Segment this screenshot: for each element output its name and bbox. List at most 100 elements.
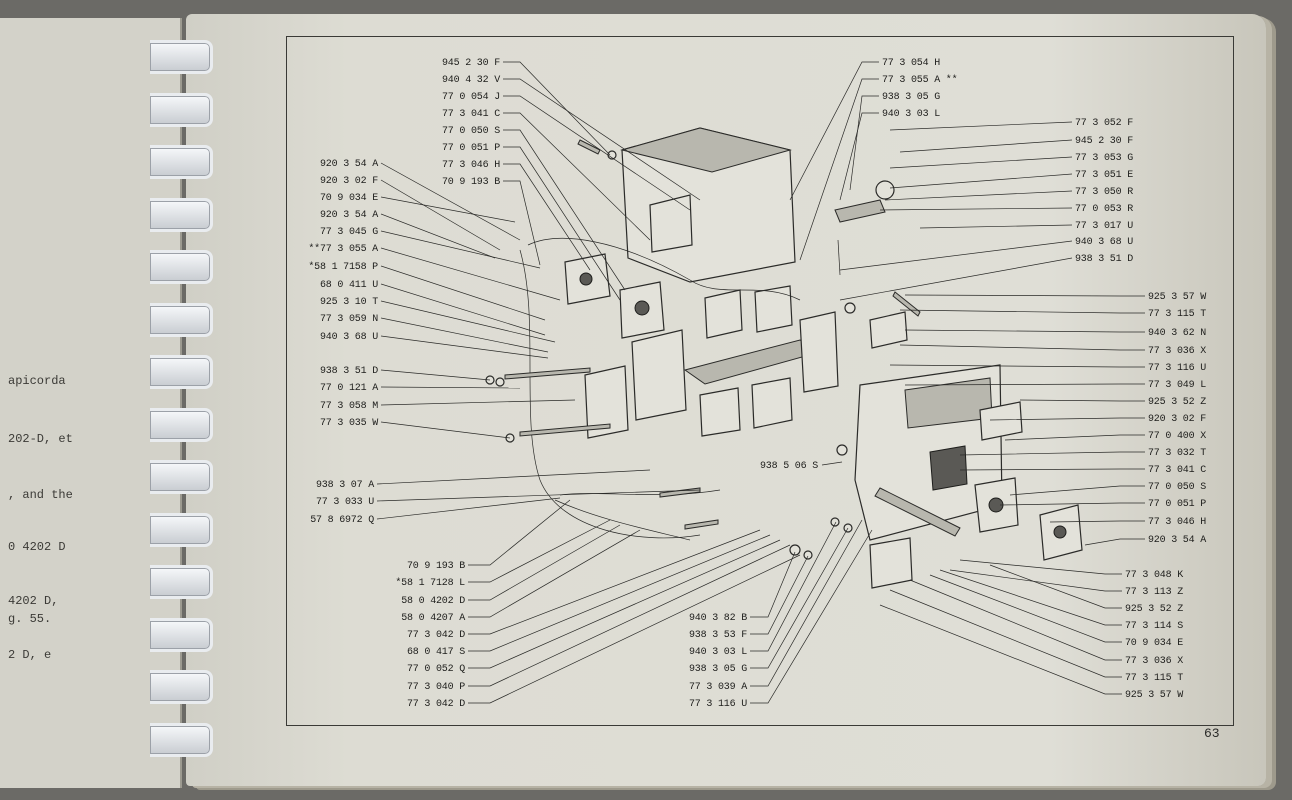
part-number-label: 70 9 193 B	[407, 561, 465, 572]
part-number-label: 57 8 6972 Q	[310, 515, 374, 526]
leader-line	[380, 179, 501, 251]
pole-block	[699, 387, 741, 437]
wire	[559, 489, 721, 496]
rod	[504, 367, 591, 380]
washer	[844, 302, 856, 314]
part-number-label: 77 3 116 U	[1148, 363, 1206, 374]
leader-line	[919, 224, 1073, 229]
left-page-text-line: apicorda	[8, 374, 66, 388]
part-number-label: 77 0 054 J	[442, 92, 500, 103]
left-page-text-line: 0 4202 D	[8, 540, 66, 554]
leader-line	[380, 421, 511, 439]
leader-line	[468, 499, 571, 566]
leader-line	[959, 559, 1122, 575]
leader-line	[1004, 434, 1145, 441]
cover-top	[620, 127, 792, 173]
washer	[789, 544, 801, 556]
part-number-label: 77 3 050 R	[1075, 187, 1133, 198]
part-number-label: 70 9 034 E	[1125, 638, 1183, 649]
binding-coil	[150, 670, 213, 704]
part-number-label: 68 0 411 U	[320, 280, 378, 291]
part-number-label: 925 3 57 W	[1125, 690, 1183, 701]
binding-coil	[150, 250, 213, 284]
leader-line	[750, 519, 863, 687]
pole-block	[751, 377, 793, 429]
part-number-label: **77 3 055 A	[308, 243, 378, 255]
leader-line	[750, 551, 796, 618]
leader-line	[503, 61, 611, 156]
leader-line	[839, 240, 1073, 271]
pin	[892, 291, 921, 317]
part-number-label: 77 3 052 F	[1075, 118, 1133, 129]
wire	[527, 238, 801, 301]
part-number-label: 940 3 82 B	[689, 613, 747, 624]
part-number-label: 77 0 052 Q	[407, 664, 465, 675]
lever-plate	[869, 537, 913, 589]
shaft	[874, 487, 961, 537]
binding-coil	[150, 407, 213, 442]
part-number-label: 938 3 51 D	[1075, 254, 1133, 265]
part-number-label: 77 3 054 H	[882, 58, 940, 69]
leader-line	[468, 519, 611, 583]
leader-line	[889, 589, 1122, 678]
part-number-label: 945 2 30 F	[442, 58, 500, 69]
leader-line	[750, 527, 849, 669]
part-number-label: *58 1 7128 L	[395, 577, 465, 589]
binding-coil	[150, 40, 213, 74]
binding-coil	[150, 512, 213, 547]
leader-line	[904, 329, 1145, 333]
small-block	[869, 311, 908, 349]
leader-line	[839, 112, 879, 201]
terminal	[684, 519, 719, 530]
leader-line	[503, 163, 591, 271]
leader-line	[839, 257, 1073, 301]
leader-line	[750, 555, 809, 635]
leader-line	[899, 139, 1073, 153]
leader-line	[899, 344, 1145, 351]
leader-line	[989, 417, 1145, 421]
terminal	[659, 487, 701, 498]
leader-line	[503, 180, 541, 266]
leader-line	[879, 604, 1122, 695]
part-number-label: 77 3 046 H	[442, 160, 500, 171]
leader-line	[989, 564, 1122, 609]
leader-line	[789, 61, 879, 201]
binding-coil	[150, 145, 213, 179]
leader-line	[1084, 538, 1145, 546]
part-number-label: 77 0 053 R	[1075, 204, 1133, 215]
wire	[554, 499, 691, 541]
part-number-label: 77 3 114 S	[1125, 621, 1183, 632]
coil-frame	[799, 311, 839, 393]
leader-line	[503, 78, 701, 201]
left-page-text-line: g. 55.	[8, 612, 52, 626]
part-number-label: 77 0 121 A	[320, 383, 378, 394]
part-number-label: 940 3 68 U	[320, 332, 378, 343]
wire	[519, 249, 701, 539]
washer	[836, 444, 848, 456]
part-number-label: 77 0 050 S	[442, 126, 500, 137]
part-number-label: 945 2 30 F	[1075, 136, 1133, 147]
leader-line	[380, 230, 541, 269]
part-number-label: 77 0 050 S	[1148, 482, 1206, 493]
leader-line	[799, 78, 879, 261]
leader-line	[503, 112, 651, 241]
part-number-label: 920 3 54 A	[320, 159, 378, 170]
part-number-label: 77 3 042 D	[407, 699, 465, 710]
leader-line	[821, 461, 843, 466]
part-number-label: 938 3 07 A	[316, 480, 374, 491]
screw-hole	[634, 300, 650, 316]
part-number-label: 77 0 051 P	[1148, 499, 1206, 510]
screw-hole	[579, 272, 593, 286]
left-page-text-line: 4202 D,	[8, 594, 59, 608]
part-number-label: 940 3 68 U	[1075, 237, 1133, 248]
leader-line	[1019, 399, 1145, 402]
part-number-label: 77 3 035 W	[320, 418, 378, 429]
part-number-label: 77 3 039 A	[689, 682, 747, 693]
leader-line	[468, 529, 761, 635]
part-number-label: 77 3 046 H	[1148, 517, 1206, 528]
assembly-drawing	[485, 127, 1083, 589]
side-plate	[584, 365, 629, 439]
leader-line	[468, 539, 781, 669]
